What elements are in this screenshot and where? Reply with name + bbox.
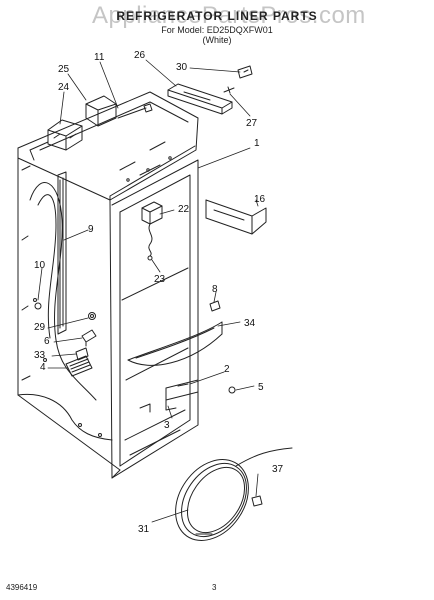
- callout-34: 34: [244, 318, 256, 329]
- clip-33: [75, 347, 89, 361]
- callout-10: 10: [34, 260, 46, 271]
- light-bulb: [237, 65, 253, 79]
- callout-11: 11: [94, 52, 105, 63]
- callout-9: 9: [88, 224, 94, 235]
- callout-29: 29: [34, 322, 46, 333]
- callout-26: 26: [134, 50, 146, 61]
- clip-8: [209, 300, 221, 312]
- callout-labels: 11 25 24 26 30 27 1 16 22 9 10 23 8 34 2…: [34, 50, 284, 535]
- coiled-tubing: [175, 447, 293, 541]
- thermostat-bracket: [141, 201, 163, 225]
- bracket-16: [205, 199, 267, 235]
- color-subtitle: (White): [202, 35, 232, 45]
- callout-33: 33: [34, 350, 46, 361]
- callout-30: 30: [176, 62, 188, 73]
- callout-31: 31: [138, 524, 150, 535]
- callout-25: 25: [58, 64, 70, 75]
- grommet-29: [88, 312, 96, 320]
- liner-cabinet: [17, 91, 199, 479]
- watermark: AppliancePartsPros.com: [92, 2, 366, 29]
- document-number: 4396419: [6, 583, 38, 592]
- callout-5: 5: [258, 382, 264, 393]
- screw-5: [228, 386, 236, 394]
- callout-3: 3: [164, 420, 170, 431]
- sensor-wire: [147, 223, 153, 261]
- callout-8: 8: [212, 284, 218, 295]
- diagram-title: REFRIGERATOR LINER PARTS: [116, 9, 318, 23]
- callout-6: 6: [44, 336, 50, 347]
- page-number: 3: [212, 583, 217, 592]
- callout-23: 23: [154, 274, 166, 285]
- light-shield: [167, 83, 233, 115]
- harness-clip: [117, 103, 153, 119]
- callout-16: 16: [254, 194, 266, 205]
- screw-10: [34, 302, 42, 310]
- screw-37: [251, 495, 263, 507]
- callout-37: 37: [272, 464, 284, 475]
- crisper-cover: [127, 321, 223, 366]
- screw-27: [223, 86, 235, 94]
- leader-lines: [37, 59, 259, 523]
- knob-6: [81, 329, 97, 347]
- callout-22: 22: [178, 204, 190, 215]
- callout-4: 4: [40, 362, 46, 373]
- callout-2: 2: [224, 364, 230, 375]
- control-housing: [29, 95, 117, 161]
- model-subtitle: For Model: ED25DQXFW01: [161, 25, 273, 35]
- callout-1: 1: [254, 138, 260, 149]
- callout-27: 27: [246, 118, 258, 129]
- bracket-2: [165, 379, 199, 411]
- vent-grille: [65, 355, 93, 377]
- callout-24: 24: [58, 82, 70, 93]
